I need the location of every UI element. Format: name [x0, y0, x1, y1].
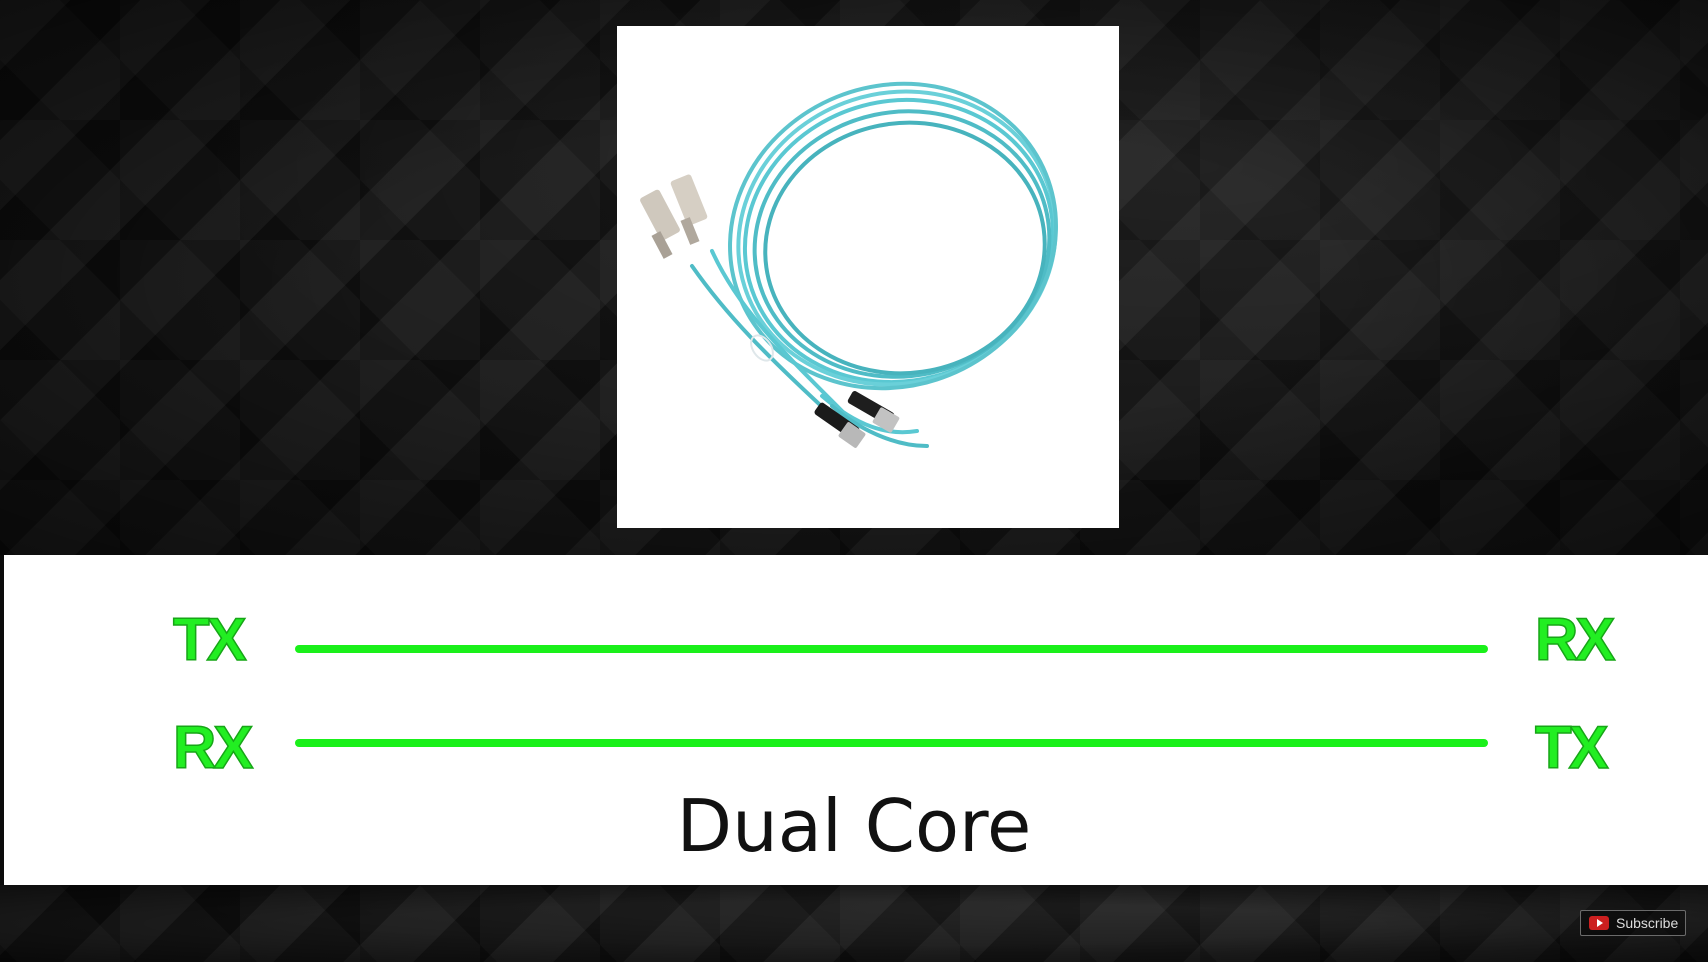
background-bottom: [0, 885, 1708, 962]
subscribe-button[interactable]: Subscribe: [1580, 910, 1686, 936]
left-top-label: TX: [172, 606, 247, 673]
diagram-caption: Dual Core: [676, 784, 1032, 868]
right-bottom-label: TX: [1534, 714, 1609, 781]
fiber-cable-photo: [617, 26, 1119, 528]
diagram-panel: [4, 555, 1708, 885]
fiber-line-top: [295, 645, 1488, 653]
right-top-label: RX: [1534, 606, 1616, 673]
fiber-line-bottom: [295, 739, 1488, 747]
youtube-icon: [1589, 916, 1609, 930]
left-bottom-label: RX: [172, 714, 254, 781]
fiber-optic-patch-cable-icon: [640, 81, 1058, 448]
subscribe-label: Subscribe: [1616, 915, 1679, 931]
